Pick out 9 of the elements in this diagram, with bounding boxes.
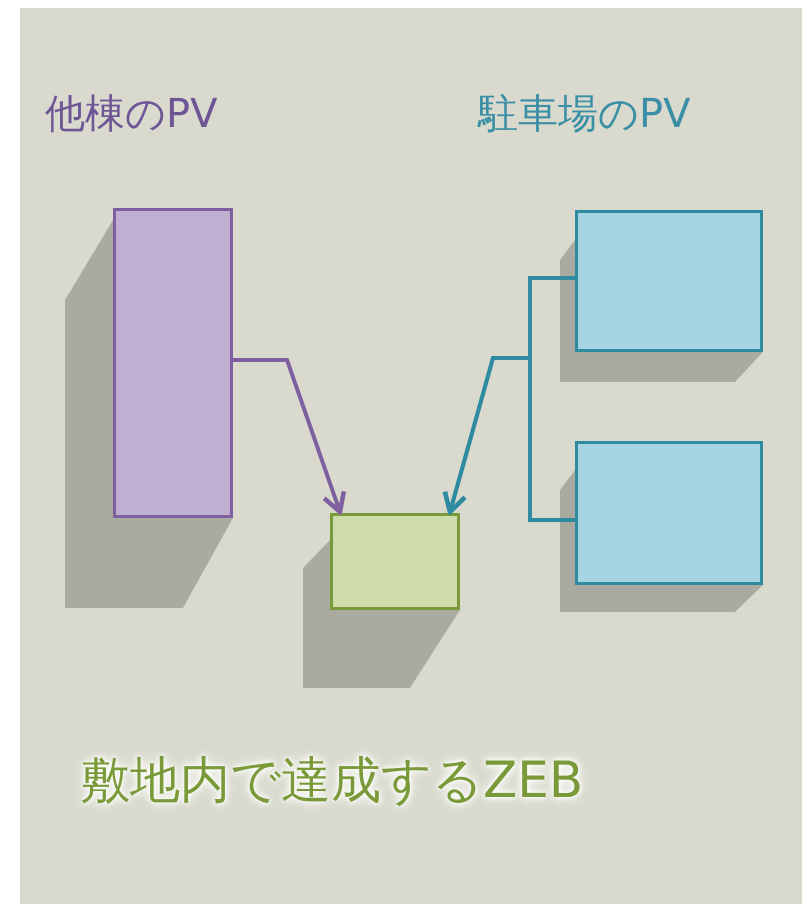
pv-box [113, 208, 233, 518]
group-heading: 他棟のPV [45, 90, 218, 138]
arrow [233, 358, 346, 514]
pv-box [330, 513, 460, 610]
arrow [442, 356, 575, 522]
pv-box [575, 441, 763, 585]
group-heading: 駐車場のPV [478, 90, 690, 138]
pv-box [575, 210, 763, 352]
caption-text: 敷地内で達成するZEB [80, 750, 584, 810]
